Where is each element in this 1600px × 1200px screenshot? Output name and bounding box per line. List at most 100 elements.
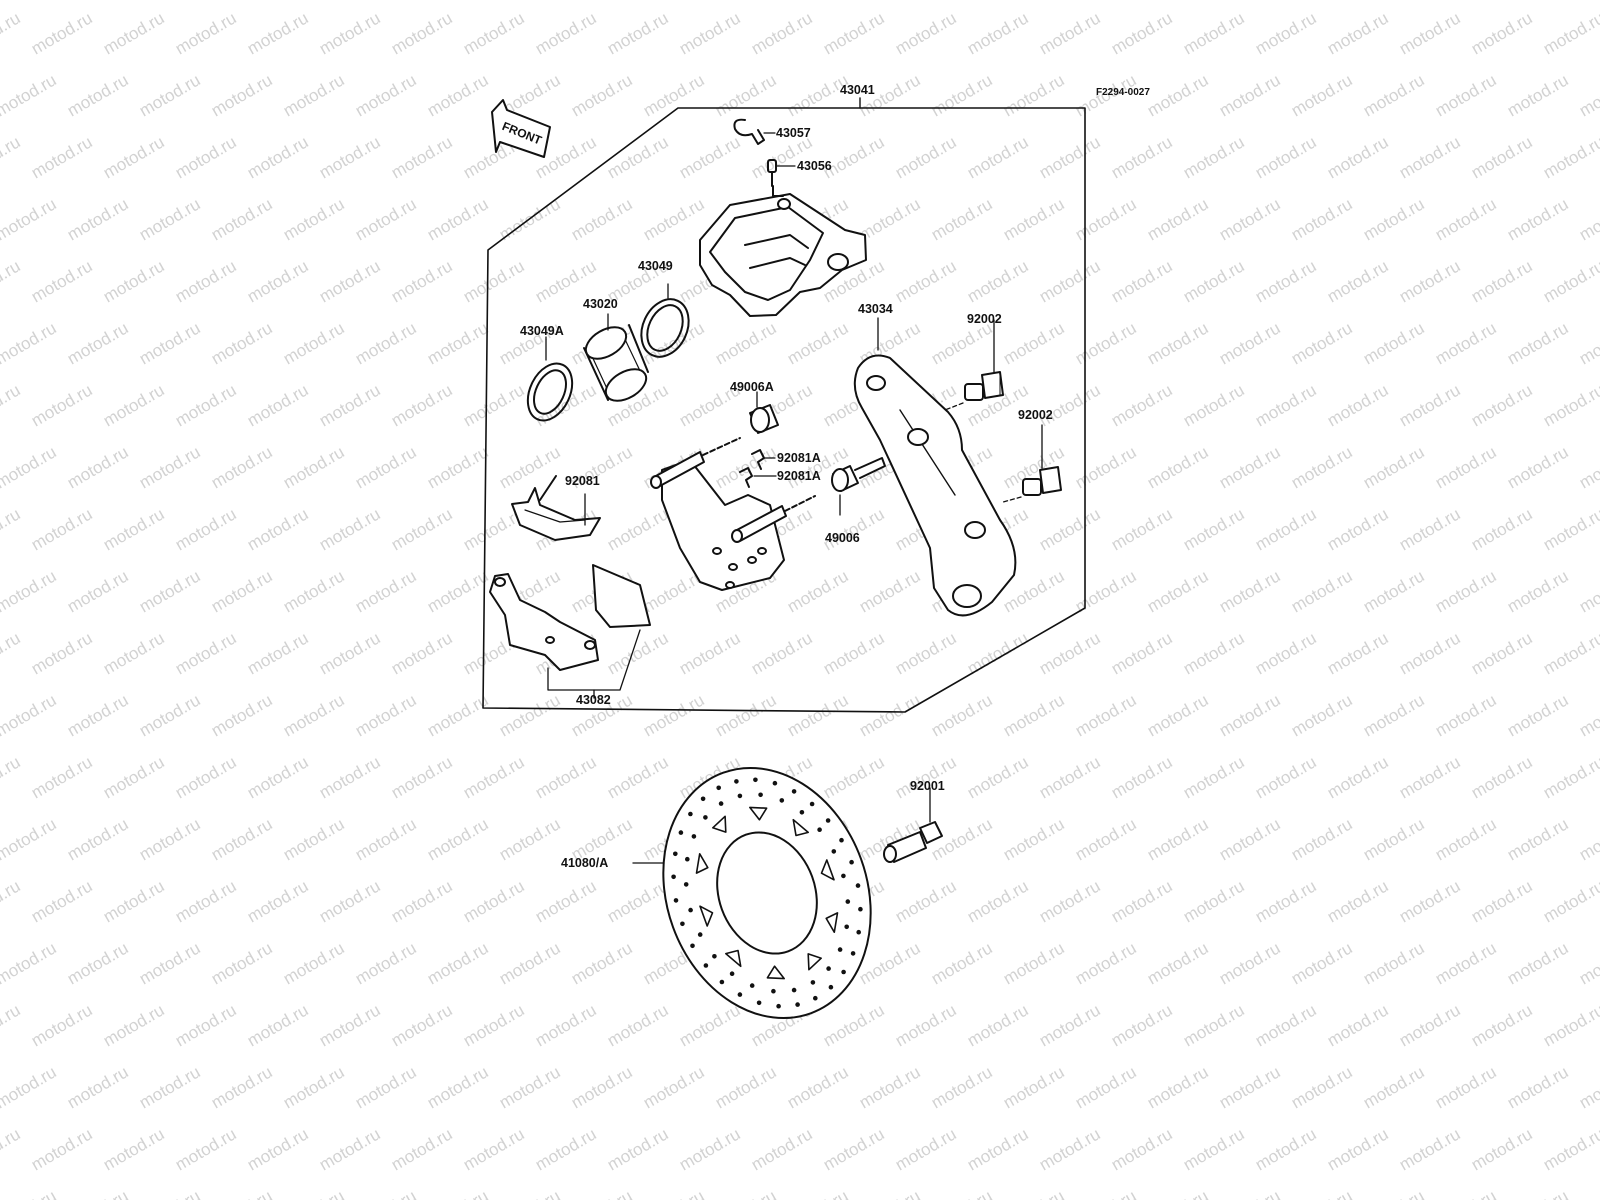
disc-vent-hole	[700, 796, 706, 802]
disc-vent-hole	[758, 792, 763, 798]
drawing-code: F2294-0027	[1096, 87, 1150, 98]
disc-vent-hole	[841, 873, 846, 879]
mounting-bracket-part	[650, 437, 816, 591]
disc-slot	[712, 815, 727, 833]
dust-seal-part	[526, 336, 574, 422]
disc-vent-hole	[844, 924, 849, 930]
disc-vent-hole	[703, 963, 709, 968]
disc-slot	[725, 949, 742, 968]
disc-vent-hole	[831, 849, 837, 854]
disc-vent-hole	[809, 801, 815, 807]
disc-vent-hole	[810, 980, 816, 985]
bolt-lower-part	[1002, 424, 1062, 503]
disc-bolt-part	[883, 787, 943, 863]
disc-vent-hole	[697, 932, 703, 937]
part-label-piston[interactable]: 43020	[583, 297, 618, 311]
disc-vent-hole	[719, 979, 725, 985]
assembly-boundary	[482, 107, 1086, 713]
disc-vent-hole	[712, 954, 717, 959]
disc-vent-hole	[753, 777, 758, 783]
piston-part	[583, 313, 649, 402]
disc-slot	[807, 953, 822, 971]
part-label-bolt-lower[interactable]: 92002	[1018, 408, 1053, 422]
disc-vent-hole	[795, 1002, 800, 1007]
disc-vent-hole	[688, 907, 693, 913]
disc-vent-hole	[673, 851, 678, 857]
disc-vent-hole	[691, 834, 697, 839]
bleeder-cap-part	[733, 118, 776, 145]
disc-vent-hole	[849, 859, 854, 865]
part-label-caliper-assembly[interactable]: 43041	[840, 83, 875, 97]
disc-vent-hole	[855, 883, 861, 888]
disc-vent-hole	[729, 971, 735, 976]
part-label-boot-upper[interactable]: 49006A	[730, 380, 774, 394]
part-label-boot-lower[interactable]: 49006	[825, 531, 860, 545]
part-label-bleeder-valve[interactable]: 43056	[797, 159, 832, 173]
front-direction-arrow-icon	[491, 99, 551, 158]
part-label-piston-seal[interactable]: 43049	[638, 259, 673, 273]
brake-disc-part	[632, 766, 872, 1020]
part-label-disc[interactable]: 41080/A	[561, 856, 609, 870]
boot-lower-part	[831, 457, 886, 516]
disc-vent-hole	[791, 987, 797, 993]
disc-vent-hole	[799, 810, 805, 815]
disc-vent-hole	[825, 818, 831, 823]
part-label-dust-seal[interactable]: 43049A	[520, 324, 564, 338]
disc-slot	[749, 806, 768, 821]
boot-upper-part	[749, 391, 779, 434]
disc-vent-hole	[703, 815, 708, 820]
disc-vent-hole	[813, 995, 818, 1001]
disc-vent-hole	[850, 951, 856, 956]
disc-vent-hole	[716, 785, 721, 791]
disc-vent-hole	[817, 827, 822, 832]
disc-vent-hole	[756, 1000, 762, 1006]
disc-slot	[792, 818, 809, 837]
disc-vent-hole	[837, 947, 843, 952]
part-label-caliper-bracket[interactable]: 43034	[858, 302, 893, 316]
disc-vent-hole	[737, 793, 743, 799]
part-label-pad-spring[interactable]: 92081	[565, 474, 600, 488]
disc-vent-hole	[678, 830, 684, 835]
disc-vent-hole	[680, 921, 685, 927]
part-label-spring-a-lower[interactable]: 92081A	[777, 469, 821, 483]
disc-vent-hole	[791, 789, 797, 794]
disc-slot	[825, 912, 839, 933]
disc-slot	[820, 859, 835, 881]
part-label-bleeder-cap[interactable]: 43057	[776, 126, 811, 140]
disc-vent-hole	[772, 780, 778, 786]
brake-pad-part	[489, 564, 651, 699]
disc-slot	[695, 853, 709, 874]
part-label-spring-a-upper[interactable]: 92081A	[777, 451, 821, 465]
disc-vent-hole	[690, 943, 695, 949]
caliper-body	[699, 185, 867, 317]
disc-vent-hole	[749, 983, 755, 988]
disc-vent-hole	[685, 856, 690, 862]
disc-vent-hole	[828, 984, 834, 990]
disc-vent-hole	[858, 906, 863, 912]
bolt-upper-part	[944, 319, 1004, 411]
spring-a-part	[739, 449, 777, 488]
part-label-bolt-upper[interactable]: 92002	[967, 312, 1002, 326]
disc-slot	[766, 965, 785, 980]
disc-vent-hole	[734, 779, 739, 784]
disc-vent-hole	[688, 811, 693, 817]
disc-slot	[699, 905, 714, 927]
disc-vent-hole	[718, 801, 724, 806]
disc-vent-hole	[737, 992, 743, 997]
disc-vent-hole	[771, 988, 776, 994]
disc-vent-hole	[841, 969, 846, 975]
disc-vent-hole	[856, 929, 861, 935]
disc-vent-hole	[673, 898, 679, 903]
disc-vent-hole	[683, 882, 689, 887]
part-label-disc-bolt[interactable]: 92001	[910, 779, 945, 793]
caliper-bracket-part	[853, 317, 1017, 617]
disc-vent-hole	[826, 966, 831, 971]
disc-vent-hole	[776, 1003, 781, 1009]
disc-vent-hole	[779, 798, 785, 803]
disc-vent-hole	[671, 874, 676, 880]
bleeder-valve-part	[767, 159, 796, 187]
part-label-pad-set[interactable]: 43082	[576, 693, 611, 707]
piston-seal-part	[640, 283, 690, 358]
